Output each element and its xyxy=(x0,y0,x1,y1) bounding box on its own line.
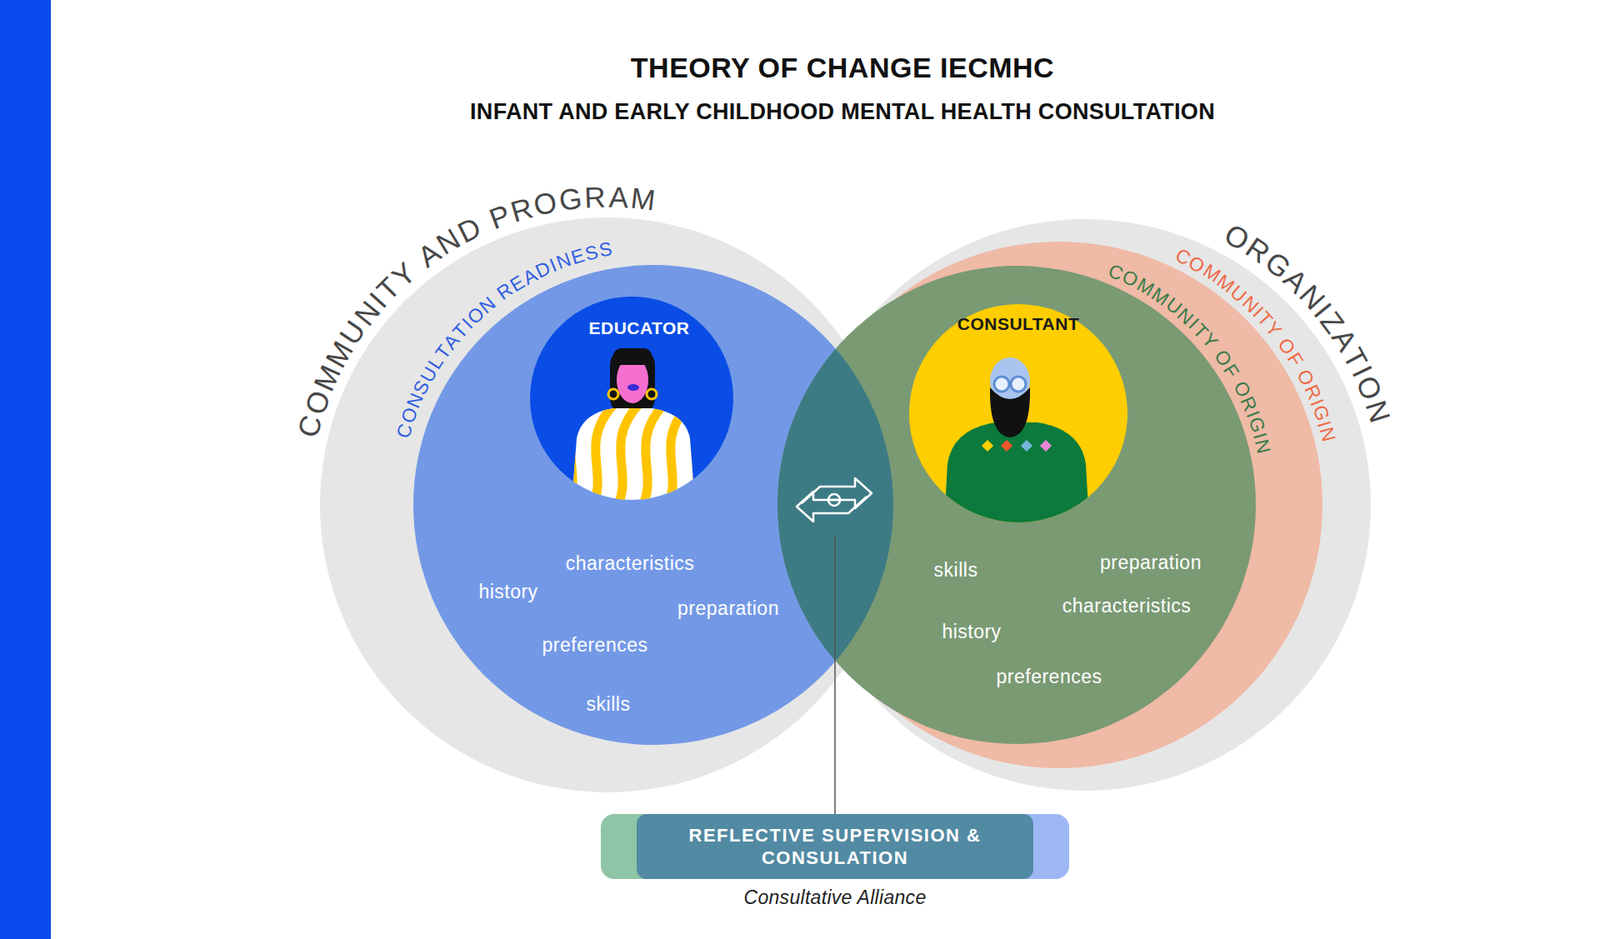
box-caption-holder: Consultative Alliance xyxy=(744,885,927,910)
trait-word: preparation xyxy=(1100,550,1202,575)
box-caption: Consultative Alliance xyxy=(744,885,927,910)
trait-word: skills xyxy=(934,558,979,583)
origin-ring: COMMUNITY OF ORIGINCOMMUNITY OF ORIGINpr… xyxy=(795,241,1323,769)
circle-outline xyxy=(909,304,1128,523)
consultant-figure xyxy=(944,357,1090,523)
organization-circle: ORGANIZATIONCOMMUNITY OF ORIGINCOMMUNITY… xyxy=(799,219,1371,791)
trait-word-holder: preferences xyxy=(542,633,649,658)
trait-word: characteristics xyxy=(565,551,695,576)
circle-heading: EDUCATOR xyxy=(588,317,690,340)
exchange-icon xyxy=(796,478,872,522)
circle-heading: CONSULTANT xyxy=(957,313,1080,335)
circle-fill xyxy=(777,265,1256,745)
title-holder: THEORY OF CHANGE IECMHC xyxy=(630,50,1055,86)
trait-word: preparation xyxy=(677,596,780,621)
trait-word-holder: preparation xyxy=(677,596,780,621)
arc-letter: G xyxy=(557,183,585,215)
consultant-circle-area: COMMUNITY OF ORIGINpreparationskillschar… xyxy=(777,265,1256,745)
trait-word-holder: history xyxy=(478,580,538,605)
box-heading: REFLECTIVE SUPERVISION & CONSULATION xyxy=(660,824,1010,870)
trait-word-holder: characteristics xyxy=(1062,594,1191,619)
reflective-box: REFLECTIVE SUPERVISION & CONSULATIONCons… xyxy=(636,814,1034,880)
trait-word-holder: preferences xyxy=(996,665,1103,690)
trait-word: skills xyxy=(586,692,631,717)
circle-heading-holder: EDUCATOR xyxy=(588,317,690,340)
circle-fill xyxy=(530,296,734,500)
trait-word: characteristics xyxy=(1062,594,1191,619)
trait-word: history xyxy=(941,620,1001,645)
trait-word-holder: history xyxy=(941,620,1001,645)
consultant-circle: CONSULTANT xyxy=(909,304,1128,523)
overlap-lens xyxy=(777,265,1256,745)
trait-word: history xyxy=(478,580,538,605)
leader-line xyxy=(834,535,836,815)
trait-word-holder: skills xyxy=(586,692,631,717)
arc-letter: R xyxy=(584,182,609,213)
title: THEORY OF CHANGE IECMHC xyxy=(630,50,1055,86)
arc-letter: O xyxy=(531,186,562,220)
circle-fill xyxy=(909,304,1128,523)
educator-circle: EDUCATOR xyxy=(530,296,734,500)
arc-letter: M xyxy=(629,183,659,215)
trait-word-holder: characteristics xyxy=(565,551,695,576)
arc-letter: A xyxy=(608,182,631,213)
side-bar xyxy=(0,0,51,939)
circle-heading-holder: CONSULTANT xyxy=(957,313,1080,335)
trait-word: preferences xyxy=(996,665,1103,690)
trait-word-holder: preparation xyxy=(1100,550,1202,575)
trait-word-holder: skills xyxy=(934,558,979,583)
subtitle: INFANT AND EARLY CHILDHOOD MENTAL HEALTH… xyxy=(470,98,1215,127)
trait-word: preferences xyxy=(542,633,649,658)
subtitle-holder: INFANT AND EARLY CHILDHOOD MENTAL HEALTH… xyxy=(470,98,1215,127)
educator-figure xyxy=(538,348,714,514)
